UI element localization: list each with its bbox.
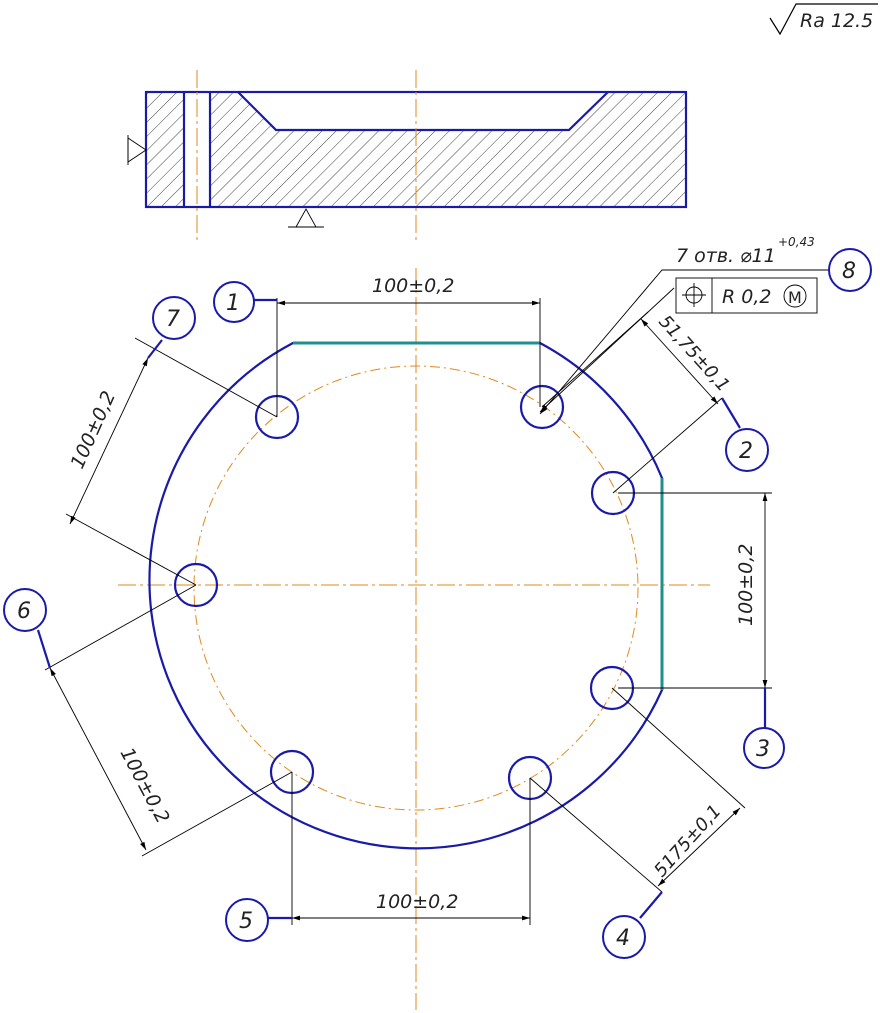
- bubble-2: 2: [725, 428, 769, 472]
- dim-top-label: 100±0,2: [372, 275, 454, 297]
- svg-text:2: 2: [739, 439, 753, 464]
- dim-bottom-label: 100±0,2: [376, 891, 458, 913]
- svg-text:4: 4: [616, 926, 630, 951]
- dim-lower-left-label: 100±0,2: [116, 744, 174, 827]
- dim-upper-left-label: 100±0,2: [66, 388, 120, 472]
- svg-text:3: 3: [756, 737, 770, 762]
- bubble-5: 5: [225, 898, 269, 942]
- position-tolerance-frame: R 0,2 M: [675, 277, 818, 314]
- bubble-3: 3: [743, 727, 785, 769]
- plan-view: 100±0,2 100±0,2 100±0,2 100±0,2 100±0,2 …: [3, 235, 872, 1010]
- dim-right-label: 100±0,2: [735, 544, 757, 626]
- svg-text:7: 7: [166, 307, 180, 332]
- svg-text:1: 1: [226, 291, 240, 316]
- section-view: [127, 70, 688, 244]
- mmc-modifier: M: [788, 288, 802, 307]
- bubble-7: 7: [152, 296, 196, 340]
- hole-8: [519, 384, 565, 430]
- hole-callout-tolerance: +0,43: [778, 235, 815, 249]
- datum-left-icon: [127, 137, 147, 163]
- dim-upper-right-label: 51,75±0,1: [654, 311, 733, 396]
- hole-callout-note: 7 отв. ⌀11: [676, 245, 776, 267]
- hole-6: [173, 562, 219, 608]
- svg-text:8: 8: [842, 259, 856, 284]
- bubble-4: 4: [602, 915, 646, 959]
- bubble-6: 6: [3, 588, 47, 632]
- svg-text:5: 5: [239, 909, 253, 934]
- datum-bottom-icon: [295, 208, 317, 228]
- bubble-8: 8: [828, 248, 872, 292]
- bubble-1: 1: [213, 281, 255, 323]
- svg-text:6: 6: [17, 599, 31, 624]
- dim-lower-right-label: 5175±0,1: [650, 801, 726, 882]
- roughness-label: Ra 12.5: [800, 10, 873, 32]
- position-tolerance-value: R 0,2: [722, 286, 771, 308]
- roughness-symbol: Ra 12.5: [769, 3, 878, 36]
- position-icon: [682, 283, 706, 307]
